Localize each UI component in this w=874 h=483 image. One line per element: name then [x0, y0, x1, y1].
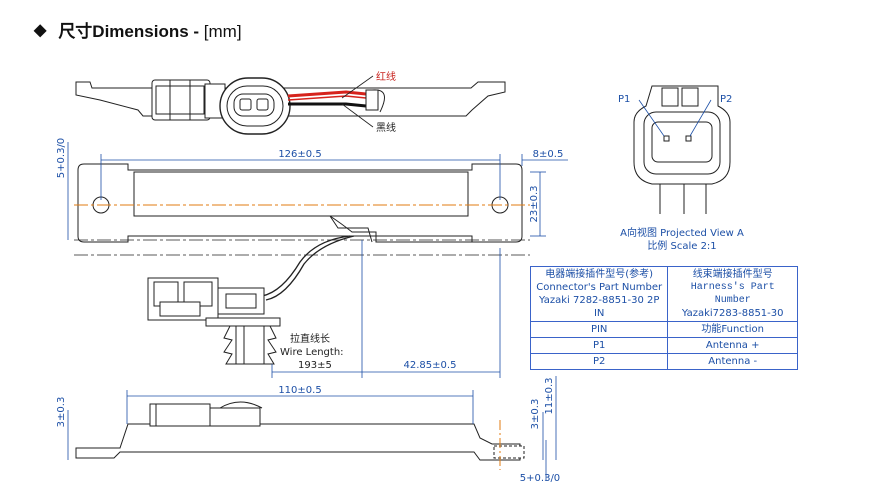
red-wire-label: 红线: [376, 70, 396, 83]
heading-unit-open: [: [203, 22, 209, 41]
dim-length-side: 110±0.5: [278, 385, 321, 396]
header-left-pn: Yazaki 7282-8851-30 2P IN: [538, 295, 660, 319]
connector-spec-table: 电器端接插件型号(参考) Connector's Part Number Yaz…: [529, 266, 798, 370]
black-wire-label: 黑线: [376, 121, 396, 134]
dim-height-bottom: 5+0.3/0: [520, 473, 560, 483]
wire-length-en: Wire Length:: [280, 347, 344, 358]
heading-unit-close: ]: [236, 22, 242, 41]
dim-length-top: 126±0.5: [278, 149, 321, 160]
table-header-row: 电器端接插件型号(参考) Connector's Part Number Yaz…: [529, 266, 798, 322]
header-left-cell: 电器端接插件型号(参考) Connector's Part Number Yaz…: [529, 266, 669, 322]
plan-view: [74, 163, 530, 301]
row-function-label: 功能Function: [667, 321, 798, 338]
header-right-cell: 线束端接插件型号 Harness's Part Number Yazaki728…: [667, 266, 798, 322]
header-right-cn: 线束端接插件型号: [692, 269, 773, 280]
projected-view-a: [633, 85, 731, 214]
top-view: [75, 75, 506, 135]
clip-assembly: [147, 277, 281, 365]
row-pin-label: PIN: [529, 321, 669, 338]
heading-unit: mm: [208, 22, 237, 41]
diamond-bullet-icon: ◆: [34, 21, 47, 39]
table-row: P1 Antenna +: [529, 337, 798, 354]
header-left-en: Connector's Part Number: [536, 282, 663, 293]
wire-length-cn: 拉直线长: [290, 332, 330, 345]
table-row: P2 Antenna -: [529, 353, 798, 370]
section-heading: ◆ 尺寸Dimensions - [mm]: [34, 17, 242, 42]
header-left-cn: 电器端接插件型号(参考): [545, 269, 654, 280]
wire-length-val: 193±5: [298, 360, 332, 371]
view-caption-line1: A向视图 Projected View A: [620, 226, 744, 239]
side-view: [75, 401, 525, 470]
pin-p1-label: P1: [618, 94, 630, 105]
dim-height-right: 11±0.3: [544, 377, 555, 414]
dimension-lines: [67, 142, 568, 480]
row-p1: P1: [529, 337, 669, 354]
dim-thick-left: 3±0.3: [56, 397, 67, 428]
header-right-en: Harness's Part Number: [690, 282, 775, 306]
view-caption-line2: 比例 Scale 2:1: [647, 239, 716, 252]
dim-height-left: 5+0.3/0: [56, 138, 67, 178]
dim-width-right: 23±0.3: [529, 185, 540, 222]
row-p1-function: Antenna +: [667, 337, 798, 354]
row-p2-function: Antenna -: [667, 353, 798, 370]
pin-p2-label: P2: [720, 94, 732, 105]
row-p2: P2: [529, 353, 669, 370]
dim-offset-bottom: 42.85±0.5: [404, 360, 457, 371]
header-right-pn: Yazaki7283-8851-30: [681, 308, 784, 319]
heading-title: 尺寸Dimensions -: [58, 22, 204, 41]
dim-thick-right: 3±0.3: [530, 399, 541, 430]
table-row: PIN 功能Function: [529, 321, 798, 338]
dim-end-offset: 8±0.5: [533, 149, 564, 160]
